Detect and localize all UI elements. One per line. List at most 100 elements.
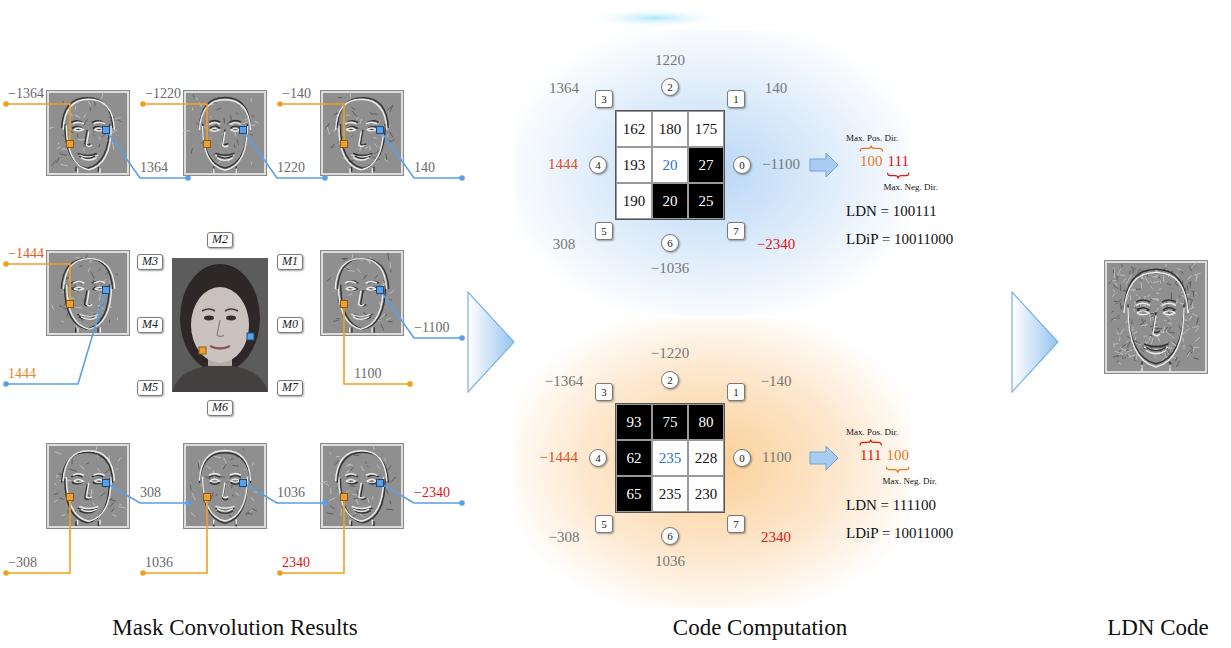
texture-stroke <box>1172 336 1175 338</box>
grid-cell: 190 <box>616 183 652 219</box>
response-value: −1444 <box>8 246 44 262</box>
mask-response-image <box>49 93 127 173</box>
texture-stroke <box>67 313 69 317</box>
texture-stroke <box>76 307 82 309</box>
grid-cell: 62 <box>616 440 652 476</box>
pixel-marker <box>67 494 74 501</box>
texture-stroke <box>1159 288 1162 289</box>
emboss-edge <box>73 474 84 476</box>
texture-stroke <box>1183 338 1184 342</box>
texture-stroke <box>331 146 334 147</box>
texture-stroke <box>1126 278 1129 284</box>
texture-stroke <box>91 492 93 494</box>
emboss-edge <box>367 479 377 482</box>
emboss-edge <box>346 128 356 131</box>
texture-stroke <box>236 112 238 114</box>
texture-stroke <box>1131 320 1132 325</box>
texture-stroke <box>1114 344 1116 347</box>
texture-stroke <box>79 265 82 267</box>
texture-stroke <box>77 134 79 138</box>
texture-stroke <box>390 500 391 504</box>
texture-stroke <box>112 142 113 149</box>
eye <box>204 316 214 321</box>
texture-stroke <box>1114 273 1116 278</box>
texture-stroke <box>1120 329 1124 335</box>
grid-cell: 193 <box>616 147 652 183</box>
texture-stroke <box>250 134 252 135</box>
texture-stroke <box>384 458 385 461</box>
texture-stroke <box>1187 352 1190 356</box>
leader-dot <box>185 500 191 506</box>
annotation: Max. Neg. Dir. <box>884 182 938 192</box>
texture-stroke <box>99 293 100 300</box>
emboss-edge <box>1153 315 1160 335</box>
texture-stroke <box>375 275 378 278</box>
leader-line <box>6 290 106 384</box>
texture-stroke <box>1117 361 1119 363</box>
texture-stroke <box>1117 354 1119 355</box>
texture-stroke <box>1194 358 1199 360</box>
texture-stroke <box>183 130 190 131</box>
texture-stroke <box>1130 275 1131 279</box>
texture-stroke <box>370 112 372 115</box>
emboss-edge <box>345 474 356 476</box>
texture-stroke <box>62 292 64 294</box>
texture-stroke <box>1108 280 1112 284</box>
emboss-edge <box>341 285 386 329</box>
texture-stroke <box>327 278 331 281</box>
direction-index: 2 <box>661 78 679 96</box>
emboss-edge <box>203 477 248 521</box>
texture-stroke <box>74 284 76 286</box>
emboss-edge <box>63 451 114 481</box>
texture-stroke <box>1127 354 1128 357</box>
emboss-edge <box>92 475 103 477</box>
pixel-marker <box>67 141 74 148</box>
emboss-edge <box>65 285 110 329</box>
texture-stroke <box>1148 294 1150 297</box>
leader-line <box>6 497 70 573</box>
texture-stroke <box>83 147 84 151</box>
emboss-edge <box>345 122 356 124</box>
texture-stroke <box>218 160 222 164</box>
response-value: 1036 <box>145 555 173 571</box>
texture-stroke <box>1167 342 1169 350</box>
texture-stroke <box>110 307 112 308</box>
leader-dot <box>3 261 9 267</box>
code-string: LDiP = 10011000 <box>846 525 953 542</box>
response-value: −1220 <box>145 86 181 102</box>
texture-stroke <box>1179 325 1181 329</box>
mask-response-image <box>323 253 401 333</box>
emboss-edge <box>230 473 241 475</box>
texture-stroke <box>251 98 252 102</box>
texture-stroke <box>1127 350 1133 353</box>
emboss-edge <box>75 521 76 526</box>
leader-dot <box>277 570 283 576</box>
leader-dot <box>407 381 413 387</box>
texture-stroke <box>110 500 116 502</box>
texture-stroke <box>1118 353 1123 355</box>
texture-stroke <box>59 306 62 307</box>
texture-stroke <box>62 135 64 137</box>
emboss-edge <box>203 124 248 168</box>
texture-stroke <box>350 92 352 98</box>
leader-line <box>280 104 344 144</box>
texture-stroke <box>1167 321 1170 323</box>
texture-stroke <box>1119 337 1121 341</box>
texture-stroke <box>1131 266 1133 268</box>
emboss-edge <box>80 314 99 316</box>
texture-stroke <box>111 508 114 512</box>
emboss-edge <box>73 282 84 284</box>
direction-index: 3 <box>595 383 613 401</box>
block-arrow <box>810 153 838 177</box>
grid-cell: 235 <box>652 476 688 512</box>
texture-stroke <box>385 314 387 317</box>
texture-stroke <box>216 158 217 160</box>
texture-stroke <box>1164 327 1168 332</box>
code-string: LDN = 100111 <box>846 203 937 220</box>
mask-label: M0 <box>277 317 303 333</box>
direction-index: 1 <box>727 90 745 108</box>
texture-stroke <box>327 127 329 135</box>
emboss-edge <box>361 291 367 306</box>
texture-stroke <box>192 493 195 500</box>
texture-stroke <box>353 498 357 500</box>
